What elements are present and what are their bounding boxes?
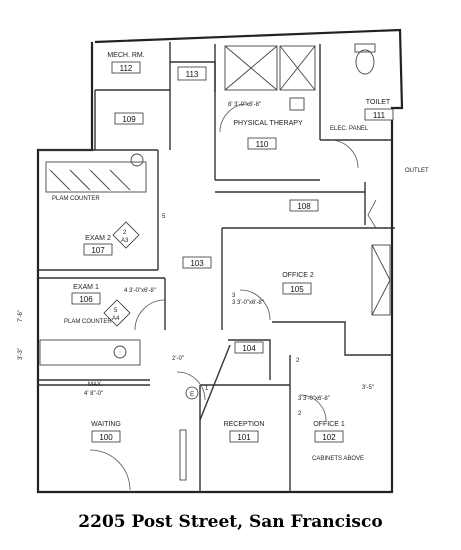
note-max-dimension: 4' 8"-0": [84, 391, 103, 397]
note-door-office2: 3 3'-0"x6'-8": [232, 300, 264, 306]
note-dim-3-5: 3'-5": [362, 385, 374, 391]
room-number-104: 104: [242, 344, 256, 353]
room-number-107: 107: [91, 246, 105, 255]
note-door-pt: 8' 3'-0"x6'-8": [228, 102, 261, 108]
counter-exam2: [45, 161, 147, 193]
note-dim-7-6: 7'-6": [18, 310, 24, 322]
note-door-exam1: 4 3'-0"x6'-8": [124, 288, 156, 294]
note-elec-panel: ELEC. PANEL: [330, 126, 369, 132]
note-plam-counter-exam2: PLAM COUNTER: [52, 196, 100, 202]
counter-exam1: [39, 339, 141, 366]
door-swings: [89, 103, 377, 491]
room-number-109: 109: [122, 115, 136, 124]
room-number-111: 111: [373, 111, 386, 120]
note-dim-3-3: 3'-3": [18, 348, 24, 360]
room-name-waiting: WAITING: [91, 421, 121, 428]
room-number-105: 105: [290, 285, 304, 294]
room-number-101: 101: [237, 433, 251, 442]
room-name-toilet: TOILET: [366, 99, 391, 106]
room-name-exam-1: EXAM 1: [73, 284, 99, 291]
marker-1: 1: [205, 386, 209, 392]
detail-markers: [103, 221, 199, 400]
closet: [279, 45, 316, 91]
marker-3: 3: [232, 293, 236, 299]
marker-2: 2: [298, 411, 302, 417]
note-door-office1: 3 3'-0"x6'-8": [298, 396, 330, 402]
toilet-fixture: [355, 49, 375, 75]
sink-pt: [289, 97, 305, 111]
marker-a4-top: 5: [114, 308, 118, 314]
room-number-mech: 112: [120, 64, 133, 73]
room-number-103: 103: [190, 259, 204, 268]
room-name-office-2: OFFICE 2: [282, 272, 314, 279]
room-name-exam-2: EXAM 2: [85, 235, 111, 242]
note-outlet: OUTLET: [405, 168, 429, 174]
note-plam-counter-exam1: PLAM COUNTER: [64, 319, 112, 325]
marker-a4-bottom: A4: [112, 316, 120, 322]
interior-walls: [38, 42, 395, 492]
marker-2b: 2: [296, 358, 300, 364]
closet-office2: [371, 244, 391, 316]
note-dim-2-0: 2'-0": [172, 356, 184, 362]
room-number-106: 106: [79, 295, 93, 304]
room-name-mech: MECH. RM.: [107, 52, 144, 59]
page-caption: 2205 Post Street, San Francisco: [78, 512, 383, 532]
room-name-reception: RECEPTION: [224, 421, 265, 428]
note-cabinets-above: CABINETS ABOVE: [312, 456, 364, 462]
room-number-100: 100: [99, 433, 113, 442]
marker-a3-top: 2: [123, 230, 127, 236]
room-number-108: 108: [297, 202, 311, 211]
room-number-110: 110: [256, 140, 269, 149]
room-number-113: 113: [186, 70, 199, 79]
number-boxes: [71, 61, 394, 443]
marker-a3-bottom: A3: [121, 238, 129, 244]
room-number-102: 102: [322, 433, 336, 442]
marker-e: E: [190, 392, 194, 398]
room-name-office-1: OFFICE 1: [313, 421, 345, 428]
fixtures: [39, 43, 391, 481]
marker-5: 5: [162, 214, 166, 220]
note-max: MAX.: [88, 382, 103, 388]
room-name-physical-therapy: PHYSICAL THERAPY: [233, 120, 303, 127]
shower-stall: [224, 45, 278, 91]
